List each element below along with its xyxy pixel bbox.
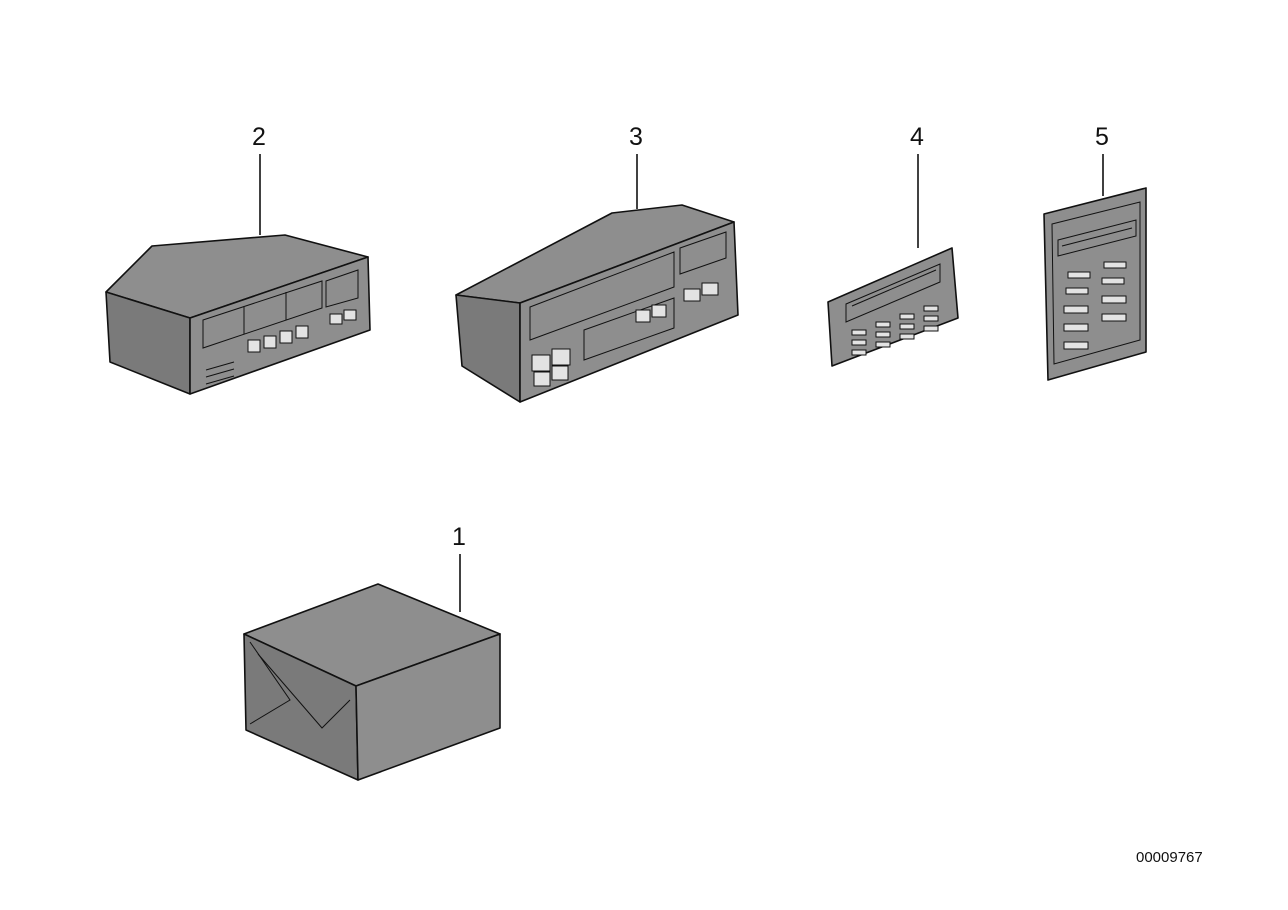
document-number: 00009767: [1136, 849, 1203, 866]
callout-2[interactable]: 2: [252, 123, 266, 151]
part-5-drawing[interactable]: [1043, 187, 1147, 381]
callout-4[interactable]: 4: [910, 123, 924, 151]
callout-5[interactable]: 5: [1095, 123, 1109, 151]
part-3-drawing[interactable]: [455, 204, 739, 403]
callout-3[interactable]: 3: [629, 123, 643, 151]
part-4-drawing[interactable]: [827, 247, 959, 367]
callout-1[interactable]: 1: [452, 523, 466, 551]
part-2-drawing[interactable]: [105, 234, 371, 395]
part-1-drawing[interactable]: [243, 583, 501, 781]
